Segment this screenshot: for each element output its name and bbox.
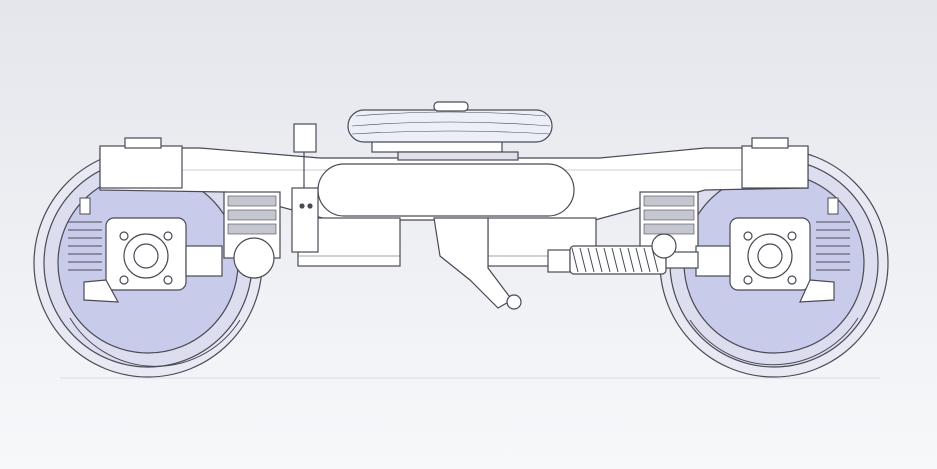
left-axle-arm [185,245,223,277]
damper-rod [665,251,699,269]
right-axle-center [757,243,783,269]
right-axle-arm [695,245,731,277]
right-axle-bolt-3 [743,275,753,285]
right-wheel-rim-line [689,317,859,366]
right-axlebox-lug [751,137,789,149]
right-brake-fin-3 [643,223,695,235]
damper-bushing [651,233,677,259]
leveling-valve-bracket [291,187,319,253]
leveling-valve-box [293,123,317,153]
left-brake-fin-2 [227,209,277,221]
bolster-pad [397,151,519,161]
center-pivot [347,101,553,161]
left-axlebox-cap [99,145,183,189]
traction-link-pin [506,294,522,310]
right-lower-bracket [799,279,835,303]
left-axlebox-lug [124,137,162,149]
right-axlebox-cap [741,145,809,189]
yaw-damper [547,233,699,275]
right-spring-top-link [827,197,839,215]
traction-link [433,217,513,309]
frame-center-window [317,163,575,217]
left-axle-bolt-2 [163,231,173,241]
left-axle-bolt-1 [119,231,129,241]
air-spring-rib-1 [355,111,547,117]
right-brake-fin-1 [643,195,695,207]
right-brake-fin-2 [643,209,695,221]
left-arm-bushing [233,237,275,279]
left-primary-spring [68,197,102,271]
air-spring-rib-3 [351,130,551,135]
right-primary-spring [816,197,850,271]
left-lower-bracket [83,279,120,303]
left-axle-bolt-4 [163,275,173,285]
left-axle-center [133,243,159,269]
air-spring-rib-2 [351,121,551,127]
air-spring [347,109,553,143]
left-spring-top-link [79,197,91,215]
left-wheel-rim-line [69,317,241,367]
leveling-valve-bolt-2 [307,203,313,209]
damper-end-mount [547,249,571,273]
right-axle-bolt-2 [787,231,797,241]
left-brake-fin-3 [227,223,277,235]
leveling-valve-bolt-1 [299,203,305,209]
left-brake-fin-1 [227,195,277,207]
damper-coil [571,247,659,273]
leveling-valve [291,123,319,253]
right-axle-box [695,217,835,303]
right-axle-bolt-4 [787,275,797,285]
air-spring-top-disc [433,101,469,112]
left-axle-bolt-3 [119,275,129,285]
right-axle-bolt-1 [743,231,753,241]
damper-spring-housing [569,245,667,275]
left-axle-box [83,217,275,303]
